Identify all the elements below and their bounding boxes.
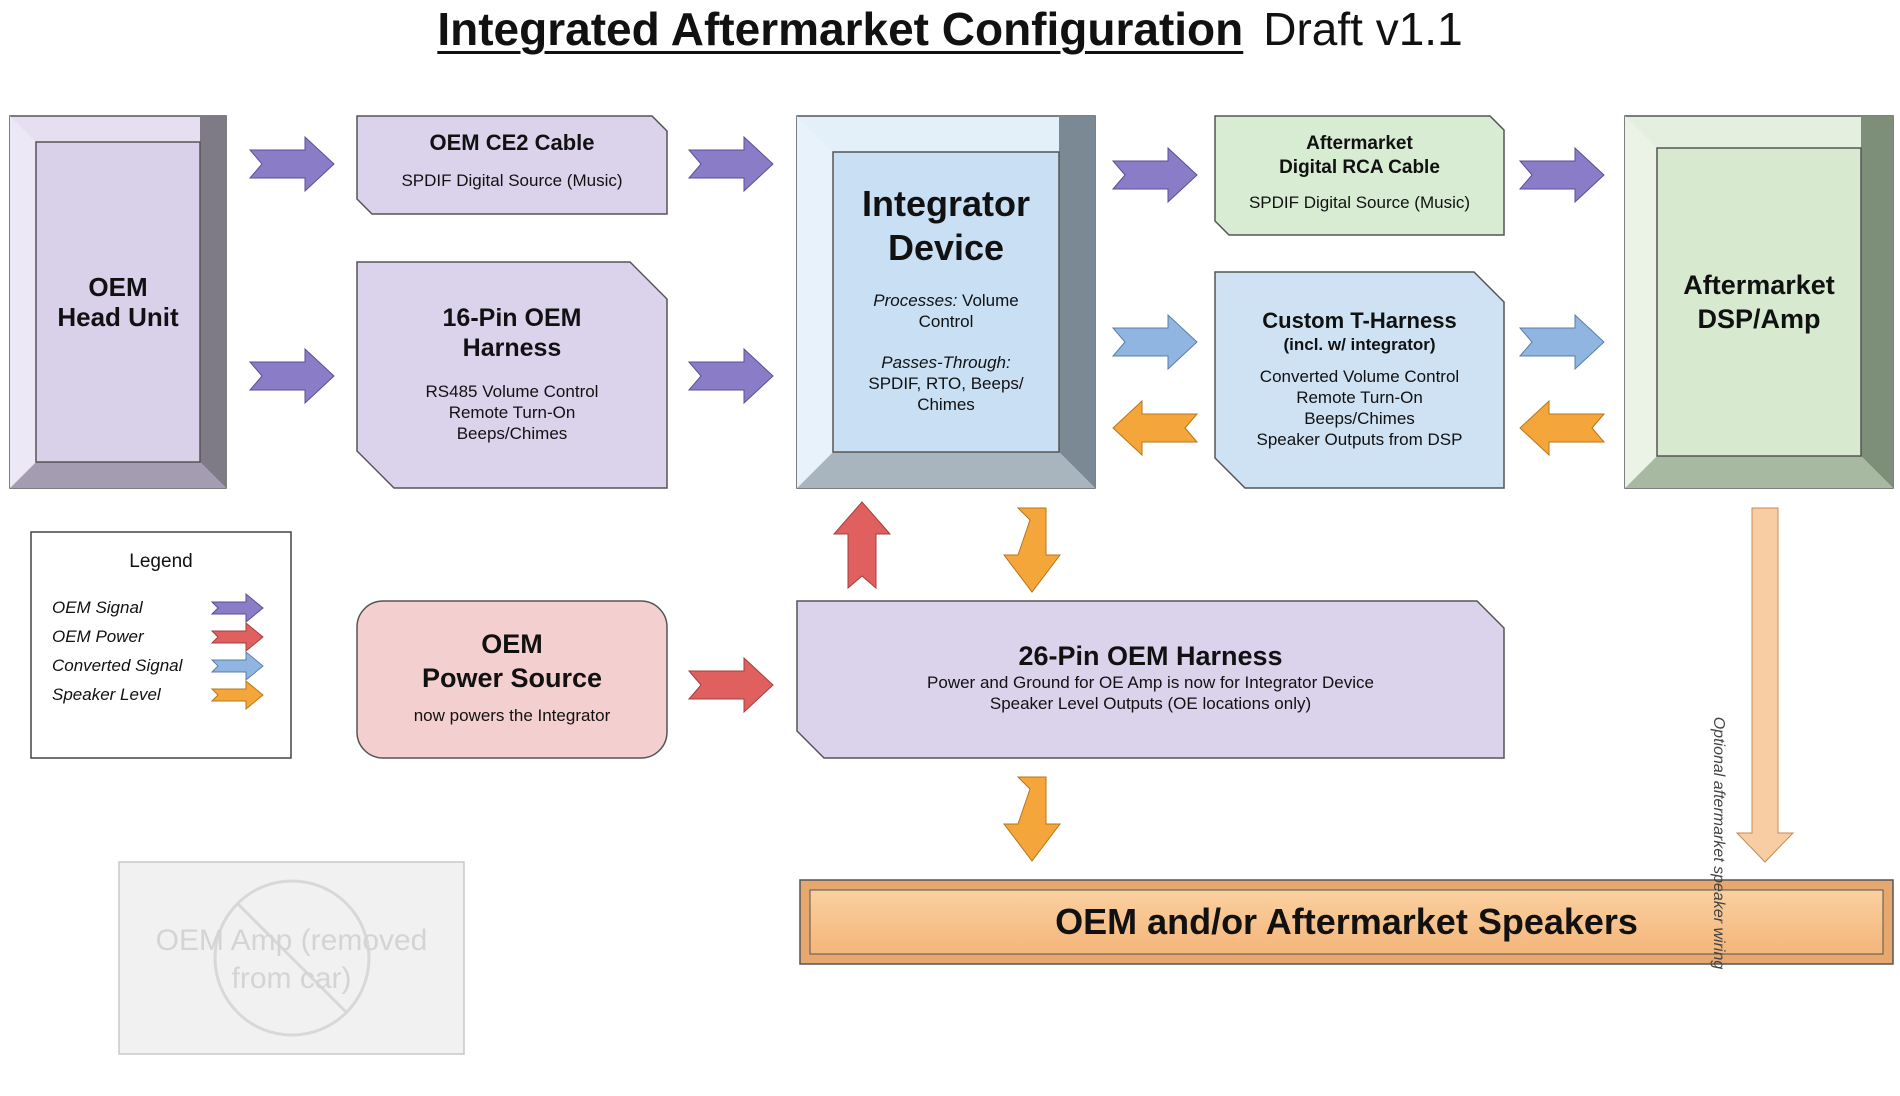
tharness-title: Custom T-Harness [1262, 308, 1457, 333]
arrow-tharness-to-dsp [1518, 313, 1605, 371]
arrow-dsp-to-tharness [1519, 399, 1606, 457]
node-speakers [799, 879, 1894, 965]
arrow-tharness-to-integrator [1112, 399, 1199, 457]
dsp-label: Aftermarket DSP/Amp [1683, 270, 1835, 334]
legend-item-oem-power: OEM Power [52, 627, 144, 646]
head-unit-label: OEM Head Unit [57, 272, 179, 332]
node-26pin-harness [796, 600, 1505, 759]
title-main: Integrated Aftermarket Configuration [437, 3, 1244, 55]
title-draft: Draft v1.1 [1263, 3, 1463, 55]
arrow-integrator-to-26pin [1002, 507, 1062, 593]
integrator-passes-label: Passes-Through: [881, 353, 1011, 372]
arrow-power-to-26pin [687, 656, 774, 714]
optional-wiring-label: Optional aftermarket speaker wiring [1710, 716, 1727, 970]
tharness-subtitle: (incl. w/ integrator) [1283, 335, 1436, 354]
legend-arrow-converted-signal [210, 650, 264, 682]
integrator-passes-value: SPDIF, RTO, Beeps/ Chimes [868, 374, 1024, 414]
power-label: OEM Power Source now powers the Integrat… [357, 627, 667, 726]
integrator-passes: Passes-Through: SPDIF, RTO, Beeps/ Chime… [833, 352, 1059, 415]
diagram-title: Integrated Aftermarket Configuration Draf… [0, 2, 1900, 56]
arrow-rca-to-dsp [1518, 146, 1605, 204]
node-oem-amp-removed [118, 861, 465, 1055]
arrow-dsp-to-speakers-optional [1735, 507, 1795, 863]
integrator-label: Integrator Device Processes: Volume Cont… [833, 182, 1059, 415]
node-t-harness [1214, 271, 1505, 489]
harness26-label: 26-Pin OEM Harness Power and Ground for … [797, 640, 1504, 714]
harness16-title: 16-Pin OEM Harness [442, 304, 582, 362]
legend-arrow-oem-signal [210, 592, 264, 624]
legend-item-converted-signal: Converted Signal [52, 656, 183, 675]
tharness-desc: Converted Volume Control Remote Turn-On … [1256, 367, 1463, 449]
integrator-processes-label: Processes: [873, 291, 958, 310]
node-dsp-amp [1624, 115, 1894, 489]
power-title: OEM Power Source [421, 629, 603, 693]
node-ce2-cable [356, 115, 668, 215]
harness16-label: 16-Pin OEM Harness RS485 Volume Control … [357, 303, 667, 444]
node-power-source [356, 600, 668, 759]
arrow-26pin-to-integrator-power [832, 501, 892, 590]
arrow-headunit-to-ce2 [248, 135, 335, 193]
node-integrator-device [796, 115, 1096, 489]
arrow-integrator-to-tharness [1111, 313, 1198, 371]
legend-arrow-oem-power [210, 621, 264, 653]
tharness-label: Custom T-Harness (incl. w/ integrator) C… [1215, 308, 1504, 450]
node-head-unit [9, 115, 227, 489]
rca-label: Aftermarket Digital RCA Cable SPDIF Digi… [1215, 132, 1504, 213]
arrow-headunit-to-16pin [248, 347, 335, 405]
harness16-desc: RS485 Volume Control Remote Turn-On Beep… [425, 382, 599, 443]
oem-amp-label: OEM Amp (removed from car) [155, 924, 428, 995]
node-16pin-harness [356, 261, 668, 489]
harness26-desc: Power and Ground for OE Amp is now for I… [927, 673, 1374, 713]
arrow-16pin-to-integrator [687, 347, 774, 405]
legend-arrow-speaker-level [210, 679, 264, 711]
legend-item-oem-signal: OEM Signal [52, 598, 143, 617]
integrator-processes-value: Volume Control [918, 291, 1019, 331]
power-desc: now powers the Integrator [413, 706, 611, 725]
arrow-ce2-to-integrator [687, 135, 774, 193]
arrow-integrator-to-rca [1111, 146, 1198, 204]
node-rca-cable [1214, 115, 1505, 236]
harness26-title: 26-Pin OEM Harness [1018, 641, 1283, 671]
rca-title: Aftermarket Digital RCA Cable [1279, 133, 1440, 178]
ce2-desc: SPDIF Digital Source (Music) [401, 171, 623, 190]
legend-title: Legend [129, 551, 193, 572]
integrator-title: Integrator Device [861, 183, 1030, 268]
integrator-processes: Processes: Volume Control [833, 290, 1059, 332]
rca-desc: SPDIF Digital Source (Music) [1248, 193, 1471, 212]
arrow-26pin-to-speakers [1002, 776, 1062, 862]
ce2-title: OEM CE2 Cable [429, 130, 595, 155]
legend-item-speaker-level: Speaker Level [52, 685, 161, 704]
ce2-label: OEM CE2 Cable SPDIF Digital Source (Musi… [357, 130, 667, 191]
speakers-label: OEM and/or Aftermarket Speakers [1055, 901, 1638, 942]
